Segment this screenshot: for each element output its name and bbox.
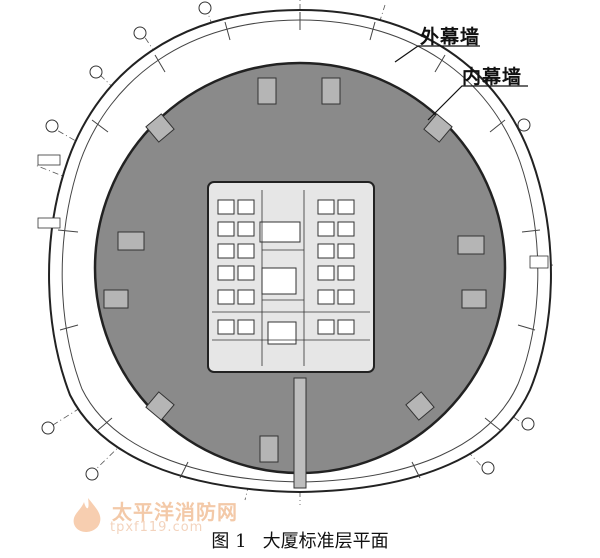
watermark-url: tpxf119.com — [110, 520, 204, 535]
inner-curtain-wall-label: 内幕墙 — [462, 66, 523, 88]
columns — [103, 77, 487, 463]
figure-number: 图 1 — [211, 531, 247, 552]
figure-caption: 图 1 大厦标准层平面 — [0, 527, 600, 553]
outer-curtain-wall-label: 外幕墙 — [420, 26, 481, 48]
grid-markers — [41, 1, 535, 481]
floor-plan — [34, 0, 556, 505]
watermark-text: 太平洋消防网 — [112, 500, 238, 524]
label-leaders — [394, 45, 528, 121]
figure-title: 大厦标准层平面 — [262, 531, 389, 552]
building-core — [207, 181, 375, 489]
watermark-flame-icon — [73, 498, 101, 532]
